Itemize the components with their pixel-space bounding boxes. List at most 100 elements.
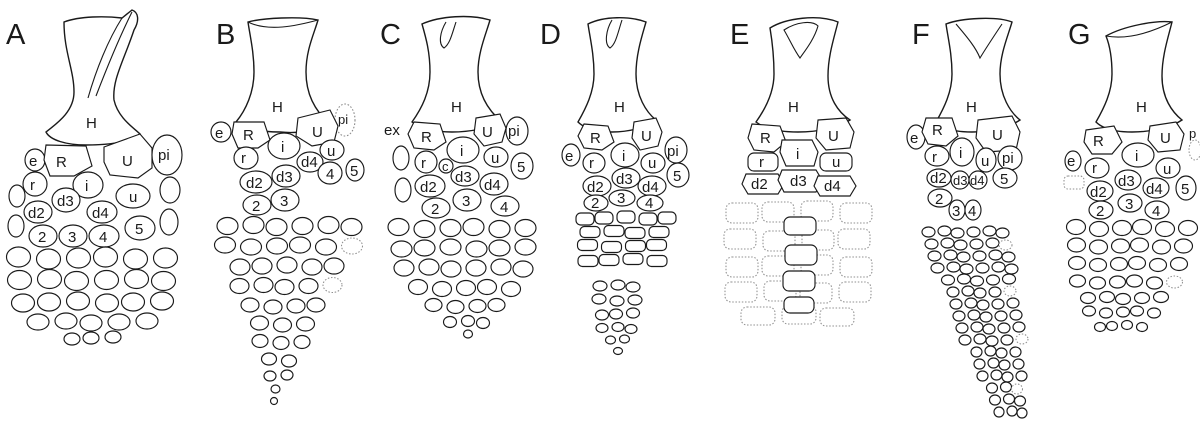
phalanx [985, 346, 996, 356]
phalanx [243, 217, 264, 234]
phalanx [1083, 306, 1096, 316]
element-r-g [1085, 158, 1109, 178]
phalanx [125, 270, 149, 289]
phalanx [612, 323, 624, 332]
label-r-b: r [241, 150, 246, 167]
element-edge-a3 [160, 209, 178, 235]
phalanx [941, 238, 954, 248]
phalanx [950, 299, 962, 309]
phalanx [1135, 293, 1150, 304]
label-e-f: e [910, 130, 918, 147]
phalanx [478, 280, 497, 295]
label-d3-f: d3 [953, 173, 967, 188]
element-edge-a1 [9, 185, 25, 207]
phalanx [785, 245, 817, 265]
phalanx [977, 371, 988, 381]
phalanx [466, 260, 486, 276]
label-5-f: 5 [1000, 171, 1008, 188]
phalanx [610, 309, 623, 319]
phalanx [838, 229, 870, 249]
label-u-g: u [1163, 161, 1171, 178]
phalanx [1129, 257, 1146, 270]
phalanx [971, 347, 982, 357]
phalanx [271, 398, 278, 405]
label-5-b: 5 [350, 163, 358, 180]
phalanx [469, 300, 486, 313]
phalanx [515, 239, 536, 255]
panel-letter-e: E [730, 19, 749, 51]
phalanx [1010, 310, 1022, 320]
panel-g: G H R U p e r i u d2 d3 d4 5 2 3 4 [1064, 19, 1200, 332]
phalanx [1005, 264, 1018, 274]
phalanx [578, 240, 598, 251]
label-h-b: H [272, 99, 283, 116]
phalanx [152, 272, 176, 291]
phalanx [951, 228, 964, 238]
phalanx [440, 239, 461, 255]
phalanx [971, 322, 983, 332]
phalanx [1095, 323, 1106, 332]
phalanx [230, 259, 250, 275]
phalanx [1007, 298, 1019, 308]
phalanx [1154, 292, 1169, 303]
panel-letter-d: D [540, 19, 561, 51]
phalanx [973, 251, 986, 261]
label-i-g: i [1135, 148, 1138, 165]
element-r-c [415, 151, 437, 173]
phalanx [999, 360, 1010, 370]
label-d4-c: d4 [484, 177, 501, 194]
label-r-cap-f: R [932, 122, 943, 139]
label-5-c: 5 [517, 159, 525, 176]
phalanx [1171, 258, 1188, 271]
phalanx [980, 312, 992, 322]
label-2-d: 2 [591, 195, 599, 212]
phalanx [962, 286, 974, 296]
phalanx [992, 262, 1005, 272]
label-d4-e: d4 [824, 178, 841, 195]
phalanges-a [7, 247, 178, 345]
phalanx [502, 282, 521, 297]
label-2-g: 2 [1096, 203, 1104, 220]
phalanx [947, 262, 960, 272]
phalanx [726, 257, 758, 277]
phalanx [65, 272, 89, 291]
label-u-e: u [832, 154, 840, 171]
label-e-b: e [215, 125, 223, 142]
phalanx [1117, 307, 1130, 317]
panel-letter-b: B [216, 19, 235, 51]
phalanx [95, 271, 119, 290]
label-i-c: i [460, 143, 463, 160]
phalanx [1090, 277, 1106, 289]
phalanx [942, 275, 955, 285]
phalanx [94, 247, 118, 267]
phalanx [967, 227, 980, 237]
phalanx [444, 317, 457, 328]
phalanx [108, 314, 130, 330]
label-pi-c: pi [508, 123, 520, 140]
label-e-g: e [1067, 153, 1075, 170]
label-ex-c: ex [384, 122, 400, 139]
label-h-g: H [1136, 99, 1147, 116]
label-u-cap-b: U [312, 124, 323, 141]
phalanx [425, 299, 442, 312]
label-r-d: r [589, 155, 594, 172]
panel-a: A H e R U pi r i d3 u d2 d4 2 3 4 [6, 10, 182, 345]
phalanx [447, 301, 464, 314]
phalanx [266, 219, 287, 236]
label-4-d: 4 [645, 195, 653, 212]
phalanx [1110, 276, 1126, 288]
label-r-cap-g: R [1093, 133, 1104, 150]
label-d2-d: d2 [587, 179, 604, 196]
phalanx [488, 299, 505, 312]
label-2-b: 2 [252, 198, 260, 215]
phalanx [580, 227, 600, 238]
phalanx [974, 334, 986, 344]
phalanx [989, 250, 1002, 260]
label-3-g: 3 [1125, 196, 1133, 213]
humerus-e [756, 18, 850, 132]
label-2-c: 2 [431, 201, 439, 218]
label-d3-d: d3 [616, 171, 633, 188]
phalanx [974, 359, 985, 369]
phalanx [1090, 259, 1107, 272]
phalanx [922, 227, 935, 237]
